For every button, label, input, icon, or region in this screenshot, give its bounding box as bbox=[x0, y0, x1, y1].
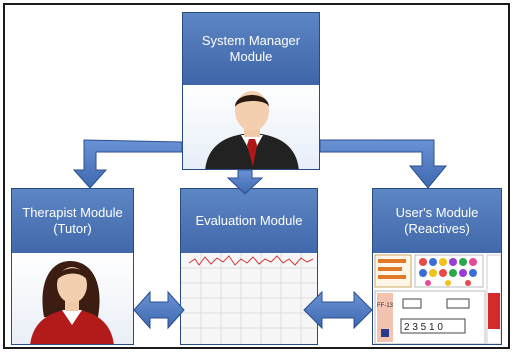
manager-photo-panel bbox=[183, 85, 319, 169]
system-manager-module: System Manager Module bbox=[182, 12, 320, 170]
arrow-manager-to-users bbox=[319, 139, 448, 189]
system-manager-title: System Manager Module bbox=[201, 33, 301, 64]
therapist-avatar-icon bbox=[30, 261, 114, 344]
therapist-title: Therapist Module (Tutor) bbox=[22, 205, 123, 236]
reactives-panel: FF-13 2 3 5 1 0 bbox=[373, 253, 501, 344]
reactives-screens-icon: FF-13 2 3 5 1 0 bbox=[374, 254, 501, 344]
evaluation-title: Evaluation Module bbox=[195, 213, 303, 228]
reactive-code-label: FF-13 bbox=[377, 303, 394, 309]
reactive-numbers-label: 2 3 5 1 0 bbox=[404, 322, 443, 333]
arrow-manager-to-therapist bbox=[72, 139, 183, 189]
evaluation-module: Evaluation Module bbox=[180, 188, 318, 345]
arrow-therapist-evaluation bbox=[133, 290, 185, 330]
evaluation-waveform-icon bbox=[181, 253, 317, 344]
therapist-module: Therapist Module (Tutor) bbox=[11, 188, 134, 345]
users-title: User's Module (Reactives) bbox=[395, 205, 479, 236]
therapist-photo-panel bbox=[12, 253, 133, 344]
arrow-manager-to-evaluation bbox=[226, 169, 264, 195]
users-module: User's Module (Reactives) bbox=[372, 188, 502, 345]
arrow-evaluation-users bbox=[303, 290, 373, 330]
evaluation-graph-panel bbox=[181, 253, 317, 344]
manager-avatar-icon bbox=[205, 91, 299, 169]
